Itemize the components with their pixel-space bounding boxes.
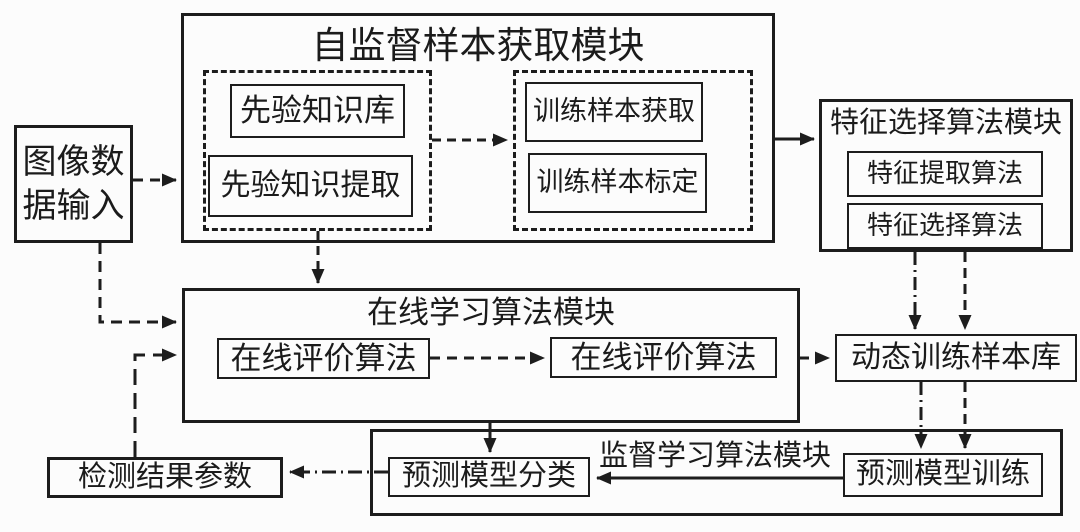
module-feature-selection: 特征选择算法模块 bbox=[819, 99, 1073, 252]
group-training-samples bbox=[513, 70, 753, 231]
node-dynamic-training-sample-library: 动态训练样本库 bbox=[835, 334, 1077, 382]
image-data-input-label: 图像数 据输入 bbox=[22, 143, 125, 225]
module-online-learning: 在线学习算法模块 bbox=[182, 288, 800, 423]
group-prior-knowledge bbox=[203, 70, 432, 231]
node-prior-knowledge-base: 先验知识库 bbox=[230, 84, 405, 138]
module-self-supervised-acquisition: 自监督样本获取模块 bbox=[181, 13, 775, 243]
node-feature-extraction-algorithm: 特征提取算法 bbox=[847, 151, 1043, 197]
node-online-evaluation-right: 在线评价算法 bbox=[550, 337, 777, 378]
node-prediction-model-training: 预测模型训练 bbox=[843, 453, 1043, 497]
node-prior-knowledge-extraction: 先验知识提取 bbox=[208, 155, 413, 217]
node-image-data-input: 图像数 据输入 bbox=[14, 125, 133, 243]
module-title-supervised-learning: 监督学习算法模块 bbox=[599, 440, 832, 472]
node-prediction-model-classification: 预测模型分类 bbox=[388, 457, 590, 497]
module-title-online-learning: 在线学习算法模块 bbox=[367, 295, 615, 330]
node-feature-selection-algorithm: 特征选择算法 bbox=[847, 203, 1043, 249]
node-training-sample-calibration: 训练样本标定 bbox=[528, 153, 707, 213]
node-training-sample-acquisition: 训练样本获取 bbox=[525, 82, 703, 142]
module-supervised-learning: 监督学习算法模块 bbox=[370, 429, 1063, 516]
module-title-self-supervised: 自监督样本获取模块 bbox=[311, 25, 645, 66]
node-detection-result-parameters: 检测结果参数 bbox=[47, 457, 283, 498]
edge-input-to-online-module bbox=[98, 243, 177, 329]
edge-result-to-online-module bbox=[133, 348, 177, 457]
module-title-feature-selection: 特征选择算法模块 bbox=[829, 107, 1062, 139]
node-online-evaluation-left: 在线评价算法 bbox=[217, 338, 430, 379]
